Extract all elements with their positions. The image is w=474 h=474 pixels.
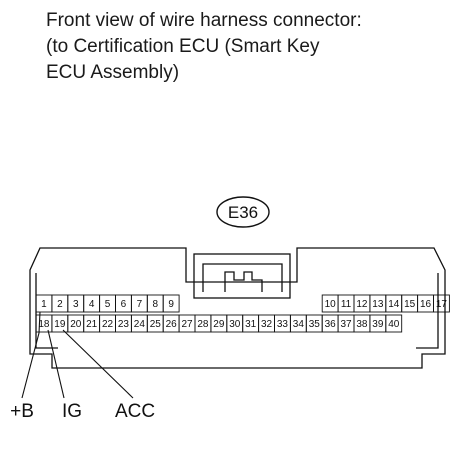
latch-tab xyxy=(224,271,263,292)
pin-number-3: 3 xyxy=(73,299,79,310)
connector-id-label: E36 xyxy=(228,203,258,222)
caption-line-2: (to Certification ECU (Smart Key xyxy=(46,36,320,57)
leader-lines xyxy=(21,311,134,399)
pin-number-35: 35 xyxy=(309,319,321,330)
diagram-caption: Front view of wire harness connector: (t… xyxy=(46,8,466,86)
pin-number-18: 18 xyxy=(38,319,50,330)
connector-id-ellipse xyxy=(216,196,270,228)
pin-number-9: 9 xyxy=(168,299,174,310)
leader-line-plus-b xyxy=(21,311,41,399)
pin-number-40: 40 xyxy=(388,319,400,330)
pin-number-13: 13 xyxy=(372,299,384,310)
pin-number-17: 17 xyxy=(436,299,448,310)
pin-number-33: 33 xyxy=(277,319,289,330)
pin-number-24: 24 xyxy=(134,319,146,330)
pin-number-12: 12 xyxy=(356,299,368,310)
pin-number-19: 19 xyxy=(54,319,66,330)
caption-line-3: ECU Assembly) xyxy=(46,62,180,83)
pin-cavity-17 xyxy=(433,294,450,313)
housing-inner-lip xyxy=(35,273,439,349)
pin-number-32: 32 xyxy=(261,319,273,330)
pin-number-37: 37 xyxy=(340,319,352,330)
pin-number-27: 27 xyxy=(181,319,193,330)
pin-number-7: 7 xyxy=(137,299,143,310)
pin-number-22: 22 xyxy=(102,319,114,330)
pin-number-15: 15 xyxy=(404,299,416,310)
pin-number-39: 39 xyxy=(372,319,384,330)
latch-frame xyxy=(202,263,283,292)
pin-number-5: 5 xyxy=(105,299,111,310)
pin-number-26: 26 xyxy=(166,319,178,330)
signal-label-acc: ACC xyxy=(115,401,155,422)
pin-number-21: 21 xyxy=(86,319,98,330)
signal-label-ig: IG xyxy=(62,401,82,422)
pin-number-30: 30 xyxy=(229,319,241,330)
pin-number-34: 34 xyxy=(293,319,305,330)
pin-cavity-40 xyxy=(385,314,403,333)
pin-number-8: 8 xyxy=(152,299,158,310)
leader-line-ig xyxy=(47,329,65,399)
latch-outer xyxy=(193,253,291,299)
signal-label-plus-b: +B xyxy=(10,401,34,422)
pin-number-25: 25 xyxy=(150,319,162,330)
housing-outline xyxy=(29,247,446,369)
pin-number-36: 36 xyxy=(325,319,337,330)
connector-housing xyxy=(29,247,446,369)
pin-number-14: 14 xyxy=(388,299,400,310)
pin-number-28: 28 xyxy=(197,319,209,330)
pin-number-23: 23 xyxy=(118,319,130,330)
leader-line-acc xyxy=(62,329,134,399)
pin-number-20: 20 xyxy=(70,319,82,330)
pin-number-11: 11 xyxy=(341,299,352,310)
pin-number-4: 4 xyxy=(89,299,95,310)
connector-id-tag: E36 xyxy=(216,196,270,228)
pin-number-38: 38 xyxy=(356,319,368,330)
pin-number-29: 29 xyxy=(213,319,225,330)
pin-number-2: 2 xyxy=(57,299,63,310)
pin-number-10: 10 xyxy=(325,299,337,310)
caption-line-1: Front view of wire harness connector: xyxy=(46,10,362,31)
pin-cavity-9 xyxy=(162,294,180,313)
pin-number-16: 16 xyxy=(420,299,432,310)
pin-number-6: 6 xyxy=(121,299,127,310)
pin-number-31: 31 xyxy=(245,319,257,330)
pin-number-1: 1 xyxy=(41,299,47,310)
